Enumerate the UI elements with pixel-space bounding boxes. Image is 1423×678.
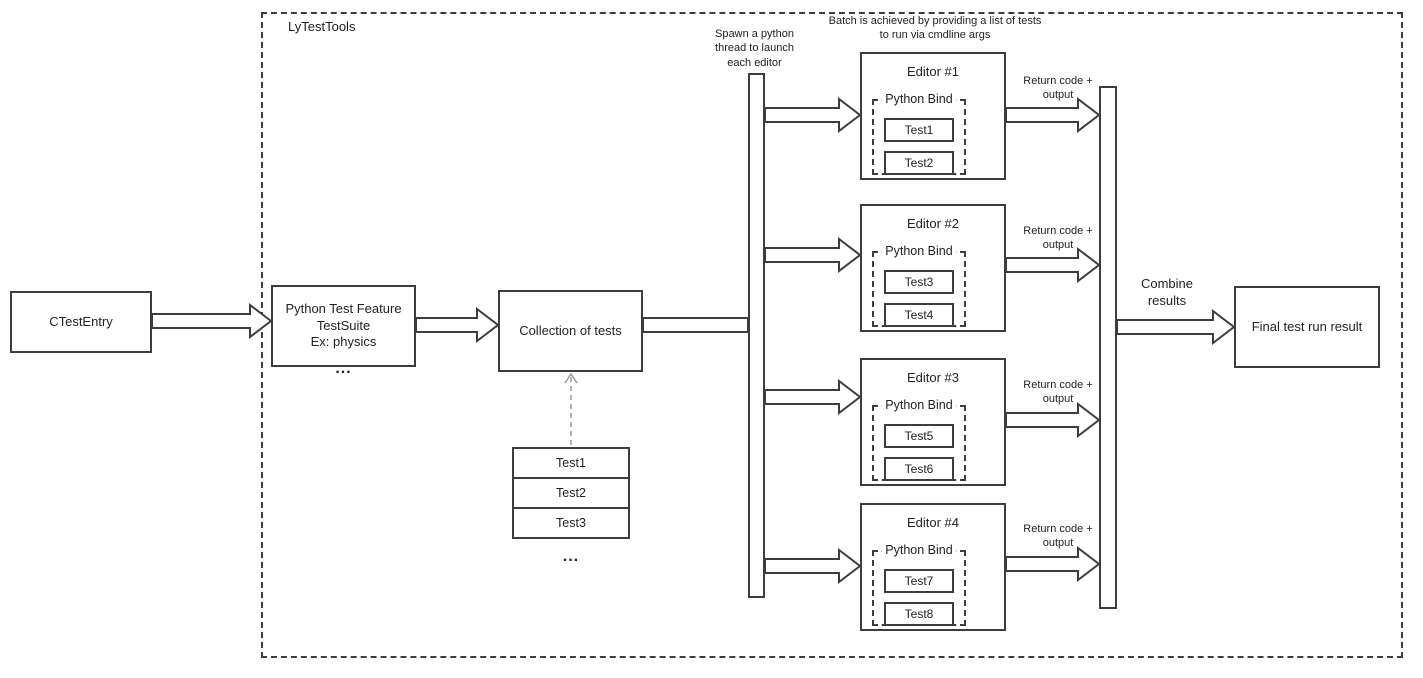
editor-2-box: Editor #2 Python Bind Test3 Test4 [860,204,1006,332]
stack-test-1: Test1 [512,447,630,479]
ctest-entry-box: CTestEntry [10,291,152,353]
editor-4-python-bind-box: Python Bind Test7 Test8 [872,543,966,626]
editor-3-box: Editor #3 Python Bind Test5 Test6 [860,358,1006,486]
more-test-features-ellipsis: ... [335,360,352,377]
editor-2-python-bind-box: Python Bind Test3 Test4 [872,244,966,327]
python-bind-label: Python Bind [882,92,956,106]
flow-arrow [151,302,273,340]
container-label: LyTestTools [288,19,356,34]
test-box: Test3 [884,270,954,294]
editor-4-title: Editor #4 [906,515,960,530]
combine-results-label: Combine results [1140,276,1194,308]
test-box: Test6 [884,457,954,481]
test-box: Test4 [884,303,954,327]
python-bind-label: Python Bind [882,543,956,557]
editor-4-box: Editor #4 Python Bind Test7 Test8 [860,503,1006,631]
spawn-fanout-bar [748,73,765,598]
python-bind-label: Python Bind [882,244,956,258]
test-box: Test8 [884,602,954,626]
collection-of-tests-box: Collection of tests [498,290,643,372]
editor-3-title: Editor #3 [906,370,960,385]
results-fanin-bar [1099,86,1117,609]
test-box: Test5 [884,424,954,448]
stack-test-2: Test2 [512,477,630,509]
return-code-label-1: Return code + output [1023,75,1093,102]
return-code-label-3: Return code + output [1023,379,1093,406]
return-code-label-2: Return code + output [1023,225,1093,252]
editor-3-python-bind-box: Python Bind Test5 Test6 [872,398,966,481]
python-test-feature-box: Python Test Feature TestSuite Ex: physic… [271,285,416,367]
editor-2-title: Editor #2 [906,216,960,231]
more-tests-ellipsis: ... [562,548,580,565]
lytesttools-container [261,12,1403,658]
editor-1-title: Editor #1 [906,64,960,79]
final-result-box: Final test run result [1234,286,1380,368]
batch-note: Batch is achieved by providing a list of… [828,15,1042,42]
test-box: Test7 [884,569,954,593]
return-code-label-4: Return code + output [1023,523,1093,550]
editor-1-python-bind-box: Python Bind Test1 Test2 [872,92,966,175]
editor-1-box: Editor #1 Python Bind Test1 Test2 [860,52,1006,180]
spawn-thread-note: Spawn a python thread to launch each edi… [715,28,794,69]
stack-test-3: Test3 [512,507,630,539]
test-box: Test1 [884,118,954,142]
python-bind-label: Python Bind [882,398,956,412]
test-box: Test2 [884,151,954,175]
